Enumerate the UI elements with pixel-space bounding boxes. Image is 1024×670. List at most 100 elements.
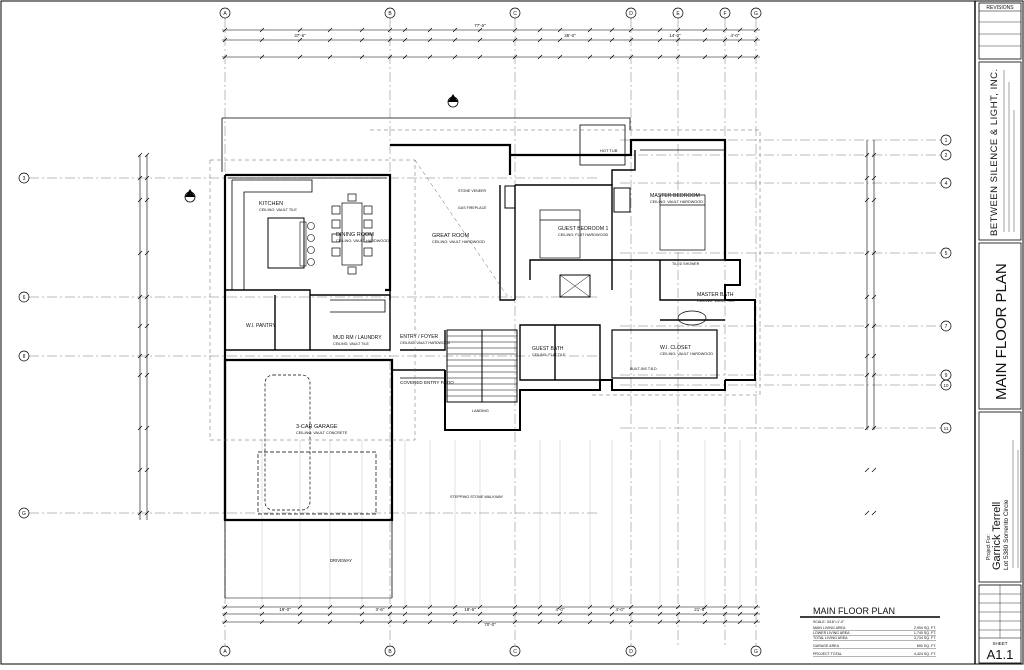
dim-tick <box>137 323 143 329</box>
dim-tick <box>609 54 615 60</box>
grid-bubble-row-7: 7 <box>940 320 952 332</box>
grid-bubble-C: C <box>509 7 521 19</box>
dim-tick <box>477 619 483 625</box>
dim-tick <box>609 37 615 43</box>
dim-tick <box>387 619 393 625</box>
dim-tick <box>222 611 228 617</box>
dim-tick <box>452 619 458 625</box>
label-landing: LANDING <box>472 409 489 413</box>
dim-tick <box>327 27 333 33</box>
dim-label: 36'-0" <box>564 33 576 38</box>
dim-tick <box>864 323 870 329</box>
dim-tick <box>722 604 728 610</box>
dim-tick <box>871 250 877 256</box>
area-label: MAIN LIVING AREA <box>813 626 846 630</box>
dim-tick <box>512 37 518 43</box>
dim-tick <box>587 54 593 60</box>
svg-text:B: B <box>388 11 392 17</box>
dim-tick <box>402 619 408 625</box>
dim-label: 19'-0" <box>279 607 291 612</box>
room-sublabel: CEILING: VAULT CONCRETE <box>296 431 348 435</box>
area-value: 4,424 SQ. FT. <box>914 652 936 656</box>
dim-tick <box>557 619 563 625</box>
dim-tick <box>144 353 150 359</box>
dim-tick <box>871 372 877 378</box>
dim-tick <box>864 467 870 473</box>
dim-tick <box>297 37 303 43</box>
dim-tick <box>864 152 870 158</box>
area-label: TOTAL LIVING AREA <box>813 636 848 640</box>
dim-tick <box>137 353 143 359</box>
dim-tick <box>753 619 759 625</box>
dim-tick <box>737 37 743 43</box>
grid-bubble-row-10: 10 <box>940 379 952 391</box>
dim-tick <box>675 27 681 33</box>
client-name: Garrick Terrell <box>991 502 1003 570</box>
room-label-dining: DINING ROOM <box>336 232 374 238</box>
dim-tick <box>137 294 143 300</box>
label-stone-veneer: STONE VENEER <box>458 189 486 193</box>
exterior-walls <box>221 117 756 522</box>
dim-tick <box>144 294 150 300</box>
top-dimension-labels: 37'-6" 77'-6" 36'-0" 14'-0" 4'-0" <box>294 23 740 38</box>
dim-tick <box>557 54 563 60</box>
dim-tick <box>753 54 759 60</box>
dim-tick <box>587 619 593 625</box>
dim-tick <box>675 604 681 610</box>
dim-tick <box>737 604 743 610</box>
dim-tick <box>722 37 728 43</box>
room-sublabel: CEILING: VAULT HARDWOOD <box>660 352 713 356</box>
room-label-master-bedroom: MASTER BEDROOM <box>650 193 700 199</box>
dim-tick <box>871 425 877 431</box>
svg-text:C: C <box>513 649 517 655</box>
dim-tick <box>587 37 593 43</box>
dim-tick <box>512 604 518 610</box>
dim-tick <box>737 611 743 617</box>
label-stepping-stone: STEPPING STONE WALKWAY <box>450 495 504 499</box>
label-hot-tub: HOT TUB <box>600 148 618 153</box>
interior-walls <box>225 149 725 381</box>
dim-tick <box>675 54 681 60</box>
dim-tick <box>222 54 228 60</box>
dim-tick <box>427 54 433 60</box>
dim-tick <box>327 37 333 43</box>
area-value: 1,740 SQ. FT. <box>914 631 936 635</box>
dim-tick <box>387 54 393 60</box>
plan-caption-scale: SCALE: 3/16"=1'-0" <box>813 620 845 624</box>
dim-tick <box>327 604 333 610</box>
dim-tick <box>137 467 143 473</box>
dim-tick <box>871 323 877 329</box>
dim-tick <box>144 175 150 181</box>
dim-tick <box>297 604 303 610</box>
dim-tick <box>675 619 681 625</box>
dim-tick <box>871 294 877 300</box>
dim-tick <box>359 54 365 60</box>
dim-tick <box>702 37 708 43</box>
dim-tick <box>753 604 759 610</box>
dim-tick <box>657 604 663 610</box>
sheet-number: A1.1 <box>987 647 1014 662</box>
dim-tick <box>512 27 518 33</box>
dim-tick <box>452 604 458 610</box>
dim-tick <box>137 152 143 158</box>
dim-tick <box>144 425 150 431</box>
dim-tick <box>702 54 708 60</box>
room-label-garage: 3-CAR GARAGE <box>296 424 338 430</box>
dim-tick <box>512 54 518 60</box>
dim-tick <box>259 54 265 60</box>
hot-tub <box>579 124 626 166</box>
room-sublabel: CEILING: VAULT HARDWOOD <box>336 239 389 243</box>
dim-tick <box>864 372 870 378</box>
dim-tick <box>427 27 433 33</box>
svg-text:G: G <box>754 11 758 17</box>
grid-bubble-B-bottom: B <box>384 645 396 657</box>
room-sublabel: CEILING: VAULT HARDWOOD <box>432 240 485 244</box>
dim-tick <box>427 619 433 625</box>
dim-tick <box>297 54 303 60</box>
area-value: 3,734 SQ. FT. <box>914 636 936 640</box>
sheet-label: SHEET <box>992 641 1007 646</box>
dim-tick <box>657 54 663 60</box>
room-label-patio: COVERED ENTRY PATIO <box>400 380 454 385</box>
dim-tick <box>297 611 303 617</box>
